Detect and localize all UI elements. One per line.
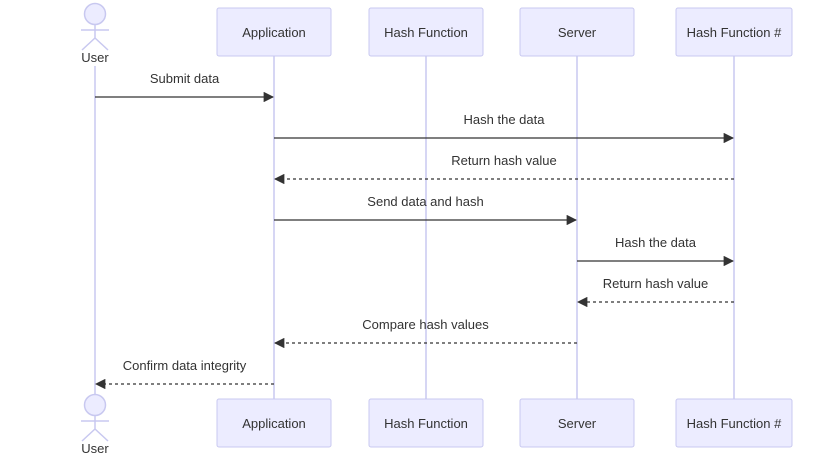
participant-box	[675, 7, 793, 57]
participant-label: Hash Function #	[687, 416, 782, 431]
participant-hashfn2-bottom: Hash Function #	[675, 398, 793, 448]
message-1: Submit data	[95, 71, 275, 103]
participant-label: Server	[558, 416, 597, 431]
message-6: Return hash value	[576, 276, 734, 308]
participants-top: User Application Hash Function Server Hash F…	[81, 2, 793, 65]
message-2: Hash the data	[274, 112, 735, 144]
participant-app-top: Application	[216, 7, 332, 57]
actor-head-icon	[83, 2, 107, 26]
message-label: Send data and hash	[367, 194, 483, 209]
message-label: Hash the data	[464, 112, 546, 127]
message-label: Return hash value	[451, 153, 557, 168]
message-4: Send data and hash	[274, 194, 578, 226]
lifelines	[94, 56, 735, 399]
participant-hashfn-bottom: Hash Function	[368, 398, 484, 448]
actor-bottom: User	[81, 393, 109, 456]
actor-label: User	[81, 441, 109, 456]
message-label: Hash the data	[615, 235, 697, 250]
participant-box	[519, 398, 635, 448]
actor-body-icon	[81, 416, 109, 442]
participant-label: Hash Function	[384, 416, 468, 431]
participant-server-bottom: Server	[519, 398, 635, 448]
participants-bottom: User Application Hash Function Server Hash F…	[81, 393, 793, 456]
participant-server-top: Server	[519, 7, 635, 57]
participant-hashfn2-top: Hash Function #	[675, 7, 793, 57]
message-label: Return hash value	[603, 276, 709, 291]
participant-label: Application	[242, 416, 306, 431]
participant-box	[368, 7, 484, 57]
participant-box	[216, 7, 332, 57]
message-label: Confirm data integrity	[123, 358, 247, 373]
participant-box	[519, 7, 635, 57]
actor-body-icon	[81, 25, 109, 51]
participant-box	[368, 398, 484, 448]
actor-top: User	[81, 2, 109, 65]
message-7: Compare hash values	[273, 317, 577, 349]
participant-label: Hash Function #	[687, 25, 782, 40]
message-5: Hash the data	[577, 235, 735, 267]
actor-head-icon	[83, 393, 107, 417]
participant-hashfn-top: Hash Function	[368, 7, 484, 57]
participant-box	[675, 398, 793, 448]
actor-label: User	[81, 50, 109, 65]
message-label: Submit data	[150, 71, 220, 86]
participant-label: Server	[558, 25, 597, 40]
participant-box	[216, 398, 332, 448]
message-8: Confirm data integrity	[94, 358, 274, 390]
participant-label: Hash Function	[384, 25, 468, 40]
participant-label: Application	[242, 25, 306, 40]
message-label: Compare hash values	[362, 317, 489, 332]
message-3: Return hash value	[273, 153, 734, 185]
participant-app-bottom: Application	[216, 398, 332, 448]
